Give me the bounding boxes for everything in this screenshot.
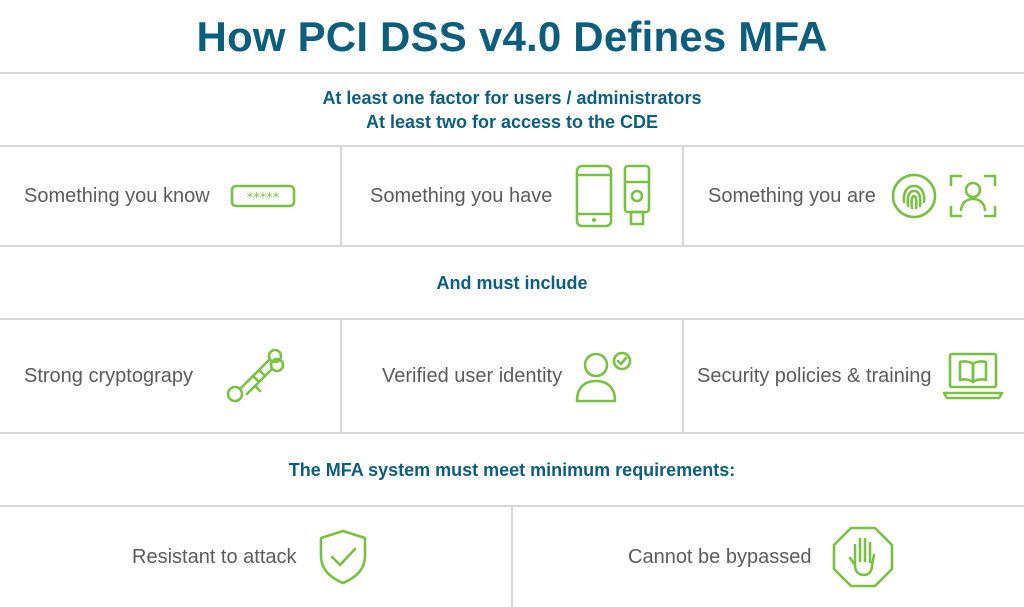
requirements-banner-text: The MFA system must meet minimum require… [288,459,736,480]
requirement-bypass: Cannot be bypassed [628,507,895,607]
include-crypto-label: Strong cryptograpy [24,364,193,387]
factor-are: Something you are [708,147,998,245]
include-policies: Security policies & training [697,320,1004,432]
include-policies-label: Security policies & training [697,364,932,387]
divider [0,318,1024,320]
shield-check-icon [317,528,369,586]
verified-user-icon [574,349,632,403]
factors-banner-line2: At least two for access to the CDE [365,111,659,132]
divider [340,146,342,246]
include-identity: Verified user identity [382,320,632,432]
requirements-banner: The MFA system must meet minimum require… [0,434,1024,505]
divider [340,319,342,433]
divider [0,432,1024,434]
include-identity-label: Verified user identity [382,364,563,387]
requirement-bypass-label: Cannot be bypassed [628,545,812,568]
fingerprint-and-face-scan-icon [890,172,998,220]
factor-have: Something you have [370,147,652,245]
password-field-icon: ***** [230,184,296,208]
divider [682,146,684,246]
svg-text:*****: ***** [246,191,279,206]
factor-know: Something you know ***** [24,147,296,245]
factor-know-label: Something you know [24,184,210,207]
divider [0,245,1024,247]
factor-are-label: Something you are [708,184,876,207]
factor-have-label: Something you have [370,184,553,207]
include-crypto: Strong cryptograpy [24,320,287,432]
page-title: How PCI DSS v4.0 Defines MFA [196,12,828,60]
divider [682,319,684,433]
requirement-resistant-label: Resistant to attack [132,545,297,568]
include-banner: And must include [0,247,1024,318]
divider [0,72,1024,74]
divider [511,506,513,607]
divider [0,145,1024,147]
stop-hand-icon [831,525,895,589]
factors-banner: At least one factor for users / administ… [0,74,1024,145]
factors-banner-line1: At least one factor for users / administ… [322,87,702,108]
laptop-book-icon [942,351,1004,401]
include-banner-text: And must include [436,272,588,293]
requirement-resistant: Resistant to attack [132,507,369,607]
phone-and-key-icon [574,164,652,228]
keys-icon [225,348,287,404]
